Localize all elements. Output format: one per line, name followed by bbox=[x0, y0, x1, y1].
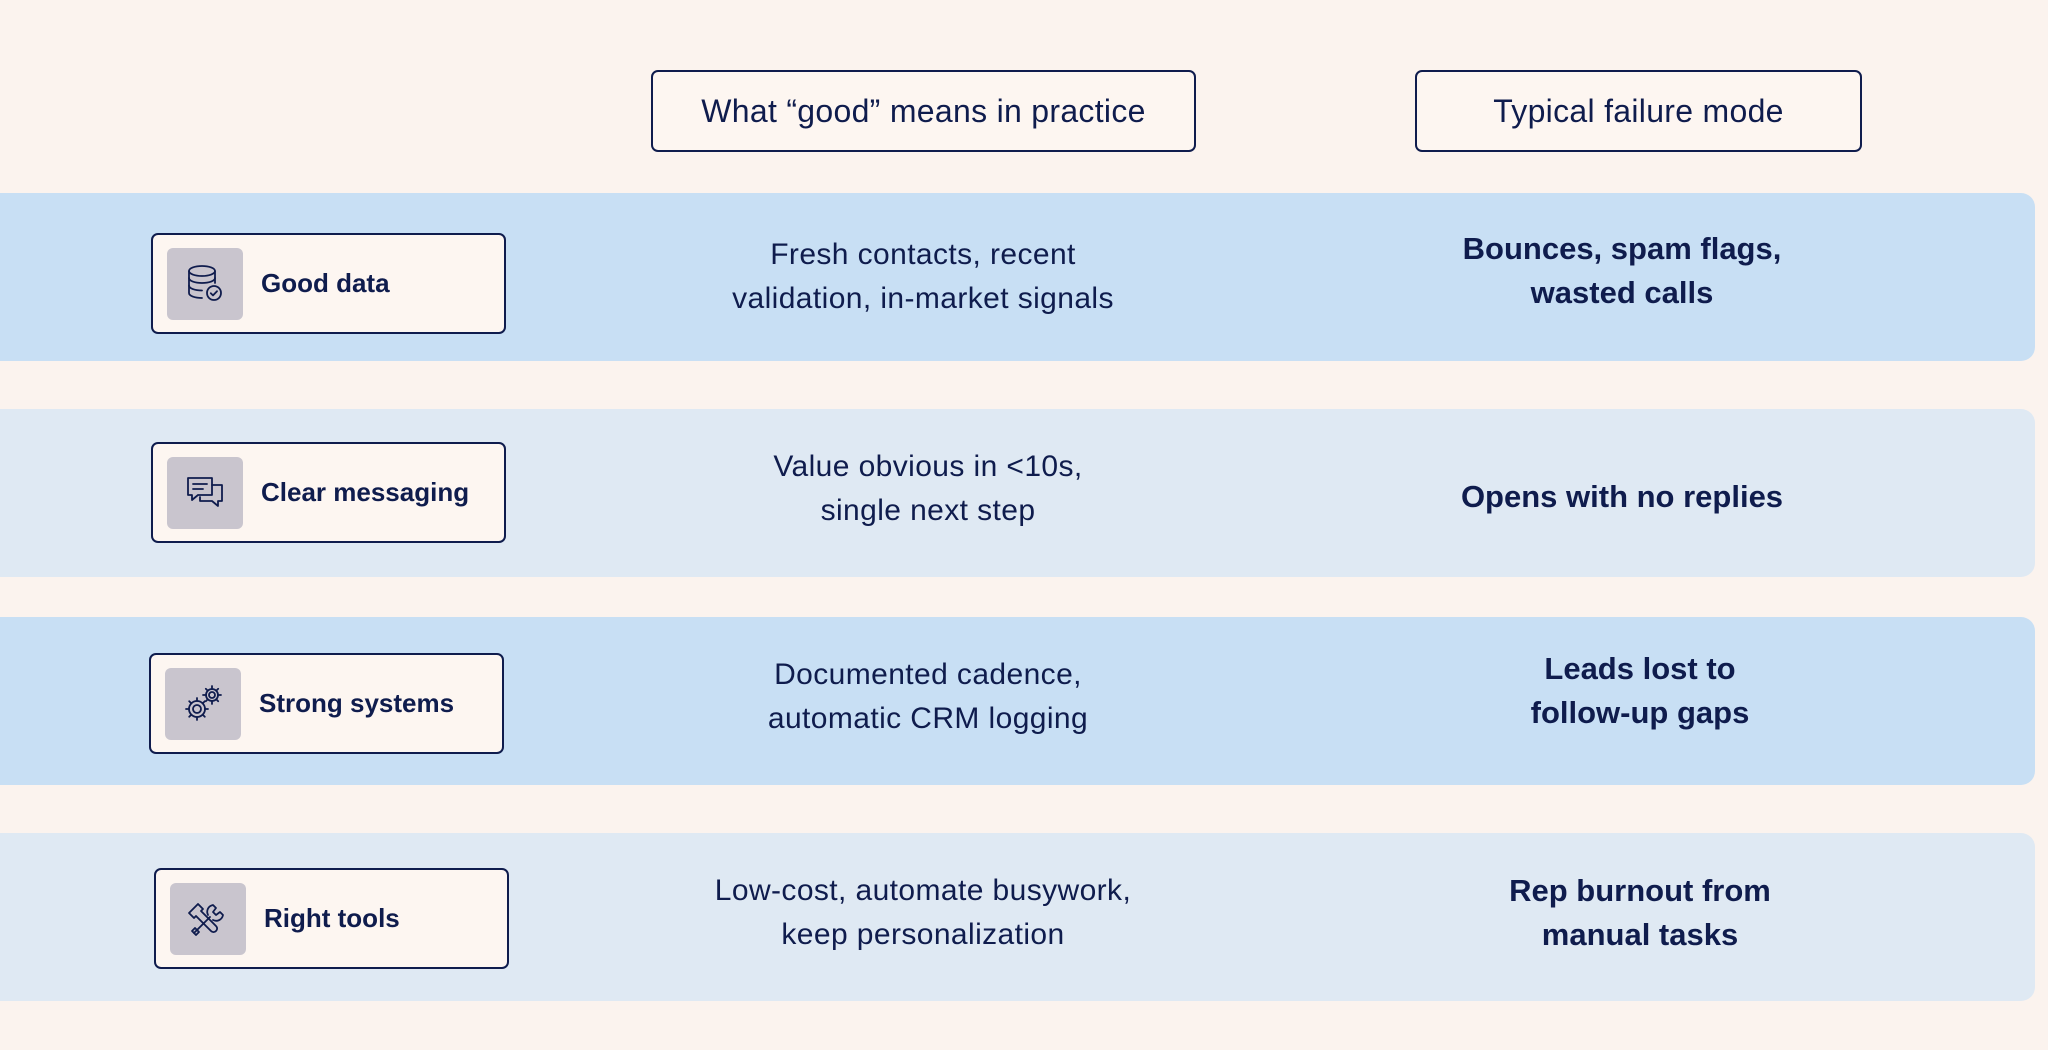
failure-line: Opens with no replies bbox=[1460, 479, 1784, 514]
row-label-strong-systems: Strong systems bbox=[149, 653, 504, 754]
failure-line: Rep burnout from bbox=[1509, 873, 1771, 908]
chat-bubbles-icon bbox=[187, 476, 223, 507]
failure-cell-strong-systems: Leads lost to follow-up gaps bbox=[1420, 607, 1860, 775]
failure-cell-good-data: Bounces, spam flags, wasted calls bbox=[1402, 187, 1842, 355]
column-header-practice-label: What “good” means in practice bbox=[701, 92, 1146, 129]
row-label-right-tools: Right tools bbox=[154, 868, 509, 969]
row-label-text: Strong systems bbox=[259, 688, 455, 718]
practice-cell-good-data: Fresh contacts, recent validation, in-ma… bbox=[643, 193, 1203, 361]
practice-line: Value obvious in <10s, bbox=[773, 450, 1083, 483]
gears-icon bbox=[185, 684, 222, 721]
icon-tile bbox=[167, 247, 243, 320]
practice-line: Documented cadence, bbox=[774, 658, 1082, 691]
failure-line: Leads lost to bbox=[1544, 651, 1736, 686]
practice-cell-clear-messaging: Value obvious in <10s, single next step bbox=[648, 405, 1208, 573]
failure-line: wasted calls bbox=[1530, 275, 1714, 310]
failure-line: manual tasks bbox=[1541, 917, 1739, 952]
column-header-failure: Typical failure mode bbox=[1415, 70, 1862, 152]
row-label-text: Good data bbox=[261, 268, 390, 298]
failure-cell-right-tools: Rep burnout from manual tasks bbox=[1420, 829, 1860, 997]
wrench-hammer-icon bbox=[188, 902, 224, 936]
practice-line: Fresh contacts, recent bbox=[770, 238, 1076, 271]
practice-line: automatic CRM logging bbox=[767, 702, 1089, 735]
row-label-text: Right tools bbox=[264, 903, 400, 933]
practice-line: keep personalization bbox=[781, 918, 1065, 951]
row-label-text: Clear messaging bbox=[261, 477, 470, 507]
row-label-clear-messaging: Clear messaging bbox=[151, 442, 506, 543]
practice-line: single next step bbox=[820, 494, 1036, 527]
column-header-failure-label: Typical failure mode bbox=[1493, 92, 1784, 129]
failure-line: follow-up gaps bbox=[1530, 695, 1750, 730]
database-check-icon bbox=[188, 264, 222, 301]
practice-cell-right-tools: Low-cost, automate busywork, keep person… bbox=[643, 829, 1203, 997]
icon-tile bbox=[165, 667, 241, 740]
row-label-good-data: Good data bbox=[151, 233, 506, 334]
failure-cell-clear-messaging: Opens with no replies bbox=[1402, 413, 1842, 581]
practice-cell-strong-systems: Documented cadence, automatic CRM loggin… bbox=[648, 613, 1208, 781]
column-header-practice: What “good” means in practice bbox=[651, 70, 1196, 152]
icon-tile bbox=[167, 456, 243, 529]
failure-line: Bounces, spam flags, bbox=[1462, 231, 1782, 266]
icon-tile bbox=[170, 882, 246, 955]
practice-line: Low-cost, automate busywork, bbox=[714, 874, 1132, 907]
practice-line: validation, in-market signals bbox=[732, 282, 1114, 315]
